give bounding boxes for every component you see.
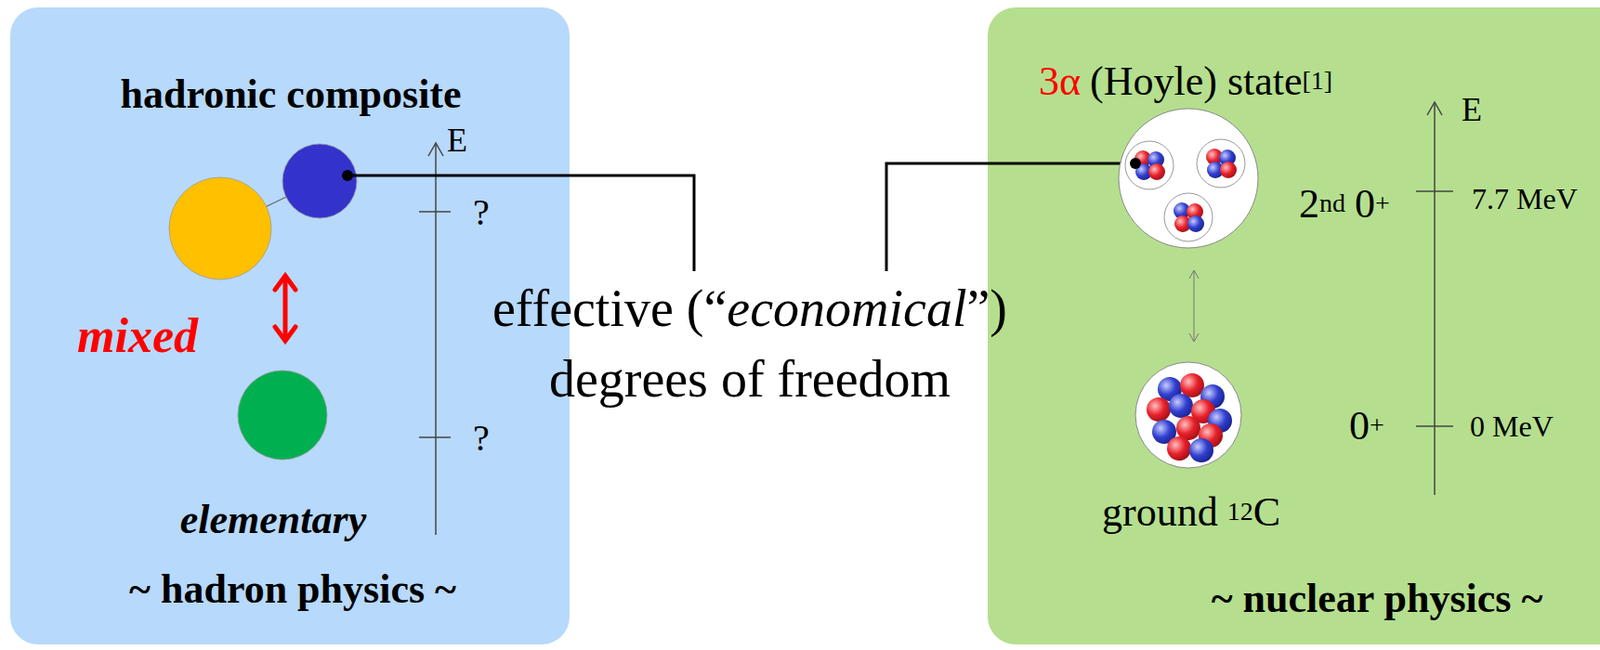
level-label: + — [1375, 187, 1391, 217]
state-heading-line: 3α(Hoyle) state[1] — [1038, 58, 1333, 106]
state-heading: (Hoyle) state — [1089, 58, 1302, 105]
energy-value-line: 0 MeV — [1469, 409, 1554, 445]
yellow-hadron — [169, 177, 272, 280]
energy-value: 0 MeV — [1469, 409, 1554, 444]
level-label: ? — [472, 417, 490, 460]
energy-value-line: 7.7 MeV — [1471, 182, 1578, 217]
level-label: 0 — [1349, 403, 1370, 449]
energy-axis — [419, 143, 451, 536]
center-text: degrees of freedom — [549, 350, 951, 408]
state-label: 12 — [1227, 496, 1254, 525]
nucleon-cluster — [1146, 373, 1233, 463]
heading-line: elementary — [180, 497, 367, 545]
center-text: effective (“ — [492, 279, 727, 338]
level-label-line: ? — [472, 191, 490, 235]
level-label-line: 0+ — [1349, 403, 1385, 451]
heading: elementary — [180, 497, 367, 543]
center-text-line: effective (“economical”) — [492, 278, 1008, 339]
level-label: ? — [472, 191, 490, 234]
blue-hadron — [282, 144, 357, 219]
leader-line — [886, 163, 1136, 272]
alpha-cluster — [1196, 139, 1246, 188]
heading: hadronic composite — [119, 71, 461, 118]
axis-label: E — [1461, 91, 1482, 129]
alpha-cluster — [1125, 141, 1174, 190]
panel-footer: ~ nuclear physics ~ — [1211, 576, 1544, 624]
level-label-line: 2nd 0+ — [1298, 181, 1391, 229]
ground-nucleus — [1135, 362, 1242, 469]
hoyle-state — [1118, 108, 1259, 249]
state-label: C — [1253, 489, 1281, 536]
axis-label: E — [446, 121, 468, 159]
level-label: + — [1369, 409, 1385, 439]
leader-dot — [1129, 157, 1141, 170]
state-label: ground — [1101, 489, 1219, 536]
level-label: 0 — [1354, 181, 1376, 227]
energy-axis — [1416, 102, 1454, 496]
axis-label-line: E — [446, 121, 468, 160]
center-text: ”) — [966, 279, 1008, 338]
state-heading: 3α — [1038, 58, 1081, 105]
green-hadron — [237, 370, 328, 460]
mixed-label-line: mixed — [77, 308, 198, 365]
state-heading: [1] — [1302, 65, 1334, 94]
alpha-cluster — [1164, 193, 1213, 242]
energy-value: 7.7 MeV — [1471, 182, 1578, 216]
mixed-label: mixed — [77, 309, 198, 363]
level-label: nd — [1319, 187, 1346, 217]
mixing-arrow — [275, 275, 296, 341]
axis-label-line: E — [1461, 91, 1482, 130]
panel-footer: ~ hadron physics ~ — [129, 566, 457, 615]
level-label-line: ? — [472, 417, 490, 460]
heading-line: hadronic composite — [119, 71, 461, 119]
leader-line — [341, 170, 695, 272]
center-text-line: degrees of freedom — [549, 349, 951, 409]
level-label: 2 — [1298, 181, 1320, 227]
center-text: economical — [726, 279, 967, 338]
state-label-line: ground 12C — [1101, 489, 1281, 538]
transition-arrow — [1189, 270, 1199, 342]
